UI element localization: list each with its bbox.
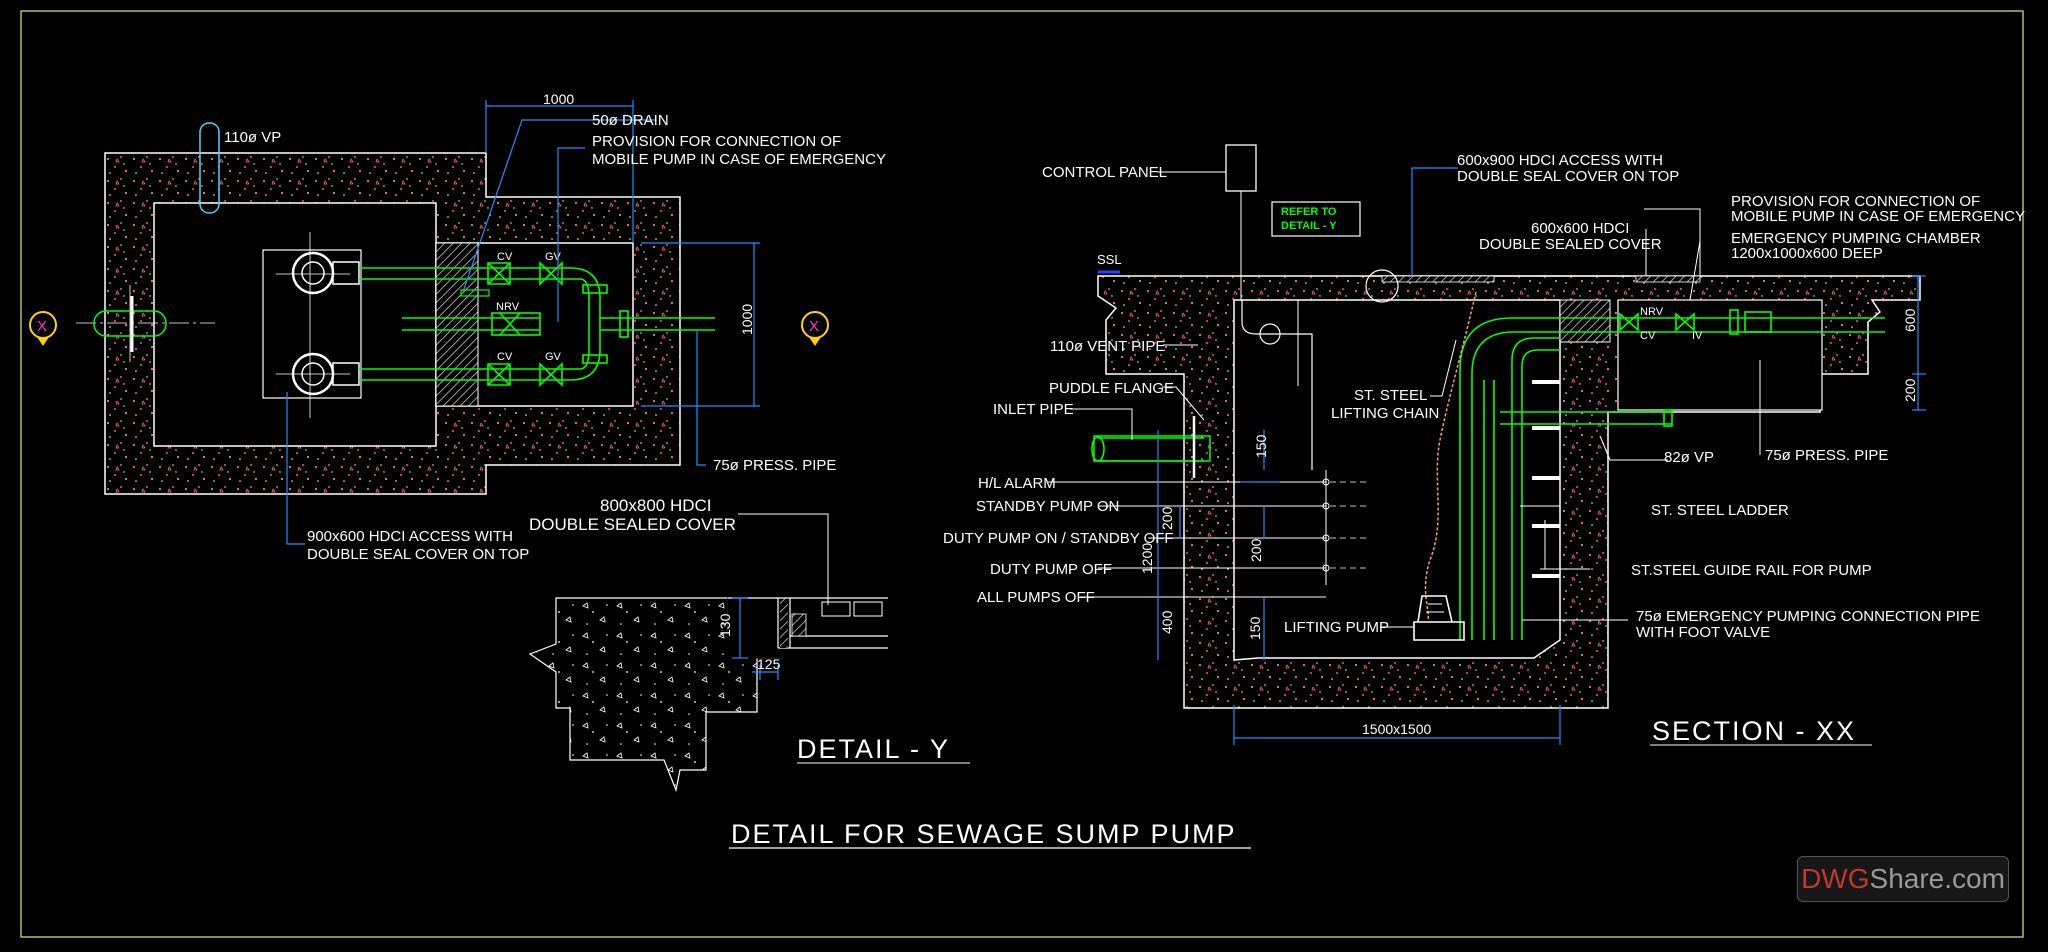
section-dim-600: 600 (1902, 308, 1918, 332)
drawing-frame (20, 10, 2024, 938)
section-cv: CV (1640, 330, 1656, 342)
section-title: SECTION - XX (1652, 716, 1856, 746)
plan-gv1-label: GV (545, 251, 562, 263)
section-marker-left: X (29, 311, 57, 346)
section-emergency-l2: WITH FOOT VALVE (1636, 624, 1770, 641)
watermark-part1: DWG (1801, 863, 1870, 894)
watermark-part2: Share.com (1869, 863, 2005, 894)
section-xx: CONTROL PANEL 600x900 HDCI ACCESS WITH D… (943, 144, 2025, 746)
section-chamber-l1: EMERGENCY PUMPING CHAMBER (1731, 230, 1981, 247)
section-chamber-l2: 1200x1000x600 DEEP (1731, 245, 1883, 262)
section-puddle-flange: PUDDLE FLANGE (1049, 380, 1174, 397)
section-iv: IV (1692, 330, 1703, 342)
section-vp-82: 82ø VP (1664, 449, 1714, 466)
detail-y-dim-125: 125 (757, 656, 781, 672)
refer-l1: REFER TO (1281, 206, 1337, 218)
section-ssl: SSL (1097, 252, 1122, 267)
plan-access-l2: DOUBLE SEAL COVER ON TOP (307, 546, 529, 563)
section-marker-left-letter: X (37, 318, 47, 335)
plan-cv2-label: CV (497, 351, 513, 363)
section-dim-150-top: 150 (1253, 434, 1269, 458)
plan-access-l1: 900x600 HDCI ACCESS WITH (307, 528, 513, 545)
section-press-pipe: 75ø PRESS. PIPE (1765, 447, 1888, 464)
detail-y-dim-130: 130 (717, 613, 733, 637)
plan-cv1-label: CV (497, 251, 513, 263)
plan-vp-label: 110ø VP (224, 129, 281, 146)
section-dim-400: 400 (1159, 610, 1175, 634)
plan-nrv-label: NRV (496, 301, 520, 313)
main-title: DETAIL FOR SEWAGE SUMP PUMP (731, 819, 1237, 849)
section-access-l1: 600x900 HDCI ACCESS WITH (1457, 152, 1663, 169)
section-duty-off: DUTY PUMP OFF (990, 561, 1112, 578)
detail-y-cover-l2: DOUBLE SEALED COVER (529, 515, 736, 534)
section-control-panel: CONTROL PANEL (1042, 164, 1167, 181)
section-guide-rail: ST.STEEL GUIDE RAIL FOR PUMP (1631, 562, 1872, 579)
plan-drain-label: 50ø DRAIN (592, 112, 669, 129)
plan-dim-1000-right: 1000 (739, 304, 755, 335)
section-hdci-l2: DOUBLE SEALED COVER (1479, 236, 1662, 253)
section-all-off: ALL PUMPS OFF (977, 589, 1095, 606)
section-dim-200-a: 200 (1159, 506, 1175, 530)
section-dim-200-b: 200 (1248, 538, 1264, 562)
section-nrv: NRV (1640, 306, 1664, 318)
section-standby-on: STANDBY PUMP ON (976, 498, 1119, 515)
section-inlet-pipe: INLET PIPE (993, 401, 1074, 418)
section-chain-l1: ST. STEEL (1354, 387, 1427, 404)
detail-y-title: DETAIL - Y (797, 734, 950, 764)
section-access-l2: DOUBLE SEAL COVER ON TOP (1457, 168, 1679, 185)
plan-mobile-pump-l2: MOBILE PUMP IN CASE OF EMERGENCY (592, 151, 886, 168)
detail-y: 130 125 800x800 HDCI DOUBLE SEALED COVER… (528, 496, 970, 793)
plan-dim-1000-top: 1000 (543, 91, 574, 107)
section-dim-150-bottom: 150 (1247, 616, 1263, 640)
section-chain-l2: LIFTING CHAIN (1331, 405, 1439, 422)
plan-gv2-label: GV (545, 351, 562, 363)
plan-press-pipe-label: 75ø PRESS. PIPE (713, 457, 836, 474)
section-vent-pipe: 110ø VENT PIPE (1050, 338, 1165, 355)
plan-mobile-pump-l1: PROVISION FOR CONNECTION OF (592, 133, 841, 150)
section-dim-200-right: 200 (1902, 378, 1918, 402)
section-dim-1200: 1200 (1139, 543, 1155, 574)
section-duty-standby: DUTY PUMP ON / STANDBY OFF (943, 530, 1174, 547)
section-marker-right-letter: X (809, 318, 819, 335)
section-ladder: ST. STEEL LADDER (1651, 502, 1789, 519)
section-lifting-pump: LIFTING PUMP (1284, 619, 1389, 636)
section-mobile-l1: PROVISION FOR CONNECTION OF (1731, 193, 1980, 210)
detail-y-cover-l1: 800x800 HDCI (600, 496, 712, 515)
section-mobile-l2: MOBILE PUMP IN CASE OF EMERGENCY (1731, 208, 2025, 225)
refer-detail-y-box: REFER TO DETAIL - Y (1271, 201, 1361, 237)
plan-view: CV GV NRV CV GV 1000 1000 110ø VP 50ø DR… (29, 91, 886, 563)
section-dim-1500: 1500x1500 (1362, 721, 1432, 737)
section-hdci-l1: 600x600 HDCI (1531, 220, 1629, 237)
refer-l2: DETAIL - Y (1281, 220, 1337, 232)
section-emergency-l1: 75ø EMERGENCY PUMPING CONNECTION PIPE (1636, 608, 1980, 625)
section-marker-right: X (801, 311, 829, 346)
section-hl-alarm: H/L ALARM (978, 475, 1056, 492)
